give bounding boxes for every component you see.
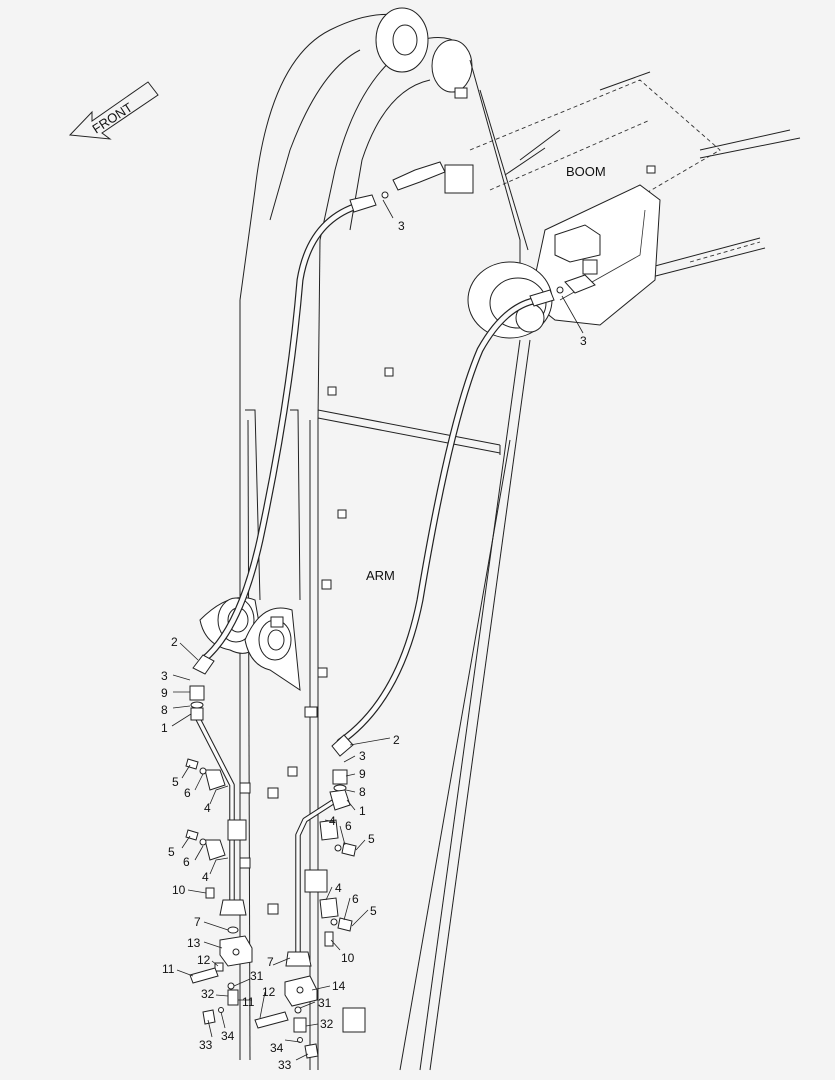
callout: 9: [359, 767, 366, 781]
callout: 4: [204, 801, 211, 815]
callout: 5: [172, 775, 179, 789]
callout: 4: [329, 814, 336, 828]
callout: 5: [370, 904, 377, 918]
callout: 34: [270, 1041, 284, 1055]
callout: 11: [162, 962, 175, 976]
callout: 12: [262, 985, 276, 999]
callout: 3: [359, 749, 366, 763]
callout: 7: [267, 955, 274, 969]
callout: 6: [183, 855, 190, 869]
callout: 31: [318, 996, 332, 1010]
callout: 4: [202, 870, 209, 884]
callout: 6: [352, 892, 359, 906]
callout: 9: [161, 686, 168, 700]
callout: 33: [278, 1058, 292, 1072]
boom-fittings: [381, 161, 598, 294]
callout: 1: [161, 721, 168, 735]
callout: 7: [194, 915, 201, 929]
callout: 10: [172, 883, 186, 897]
callout: 2: [171, 635, 178, 649]
callout: 13: [187, 936, 201, 950]
callout: 32: [320, 1017, 334, 1031]
callout: 8: [161, 703, 168, 717]
callout: 12: [197, 953, 211, 967]
leader-lines: [171, 199, 584, 1061]
callout: 6: [184, 786, 191, 800]
callout: 6: [345, 819, 352, 833]
callout: 11: [242, 995, 255, 1009]
arm-structure: ARM: [199, 7, 553, 1071]
callout: 32: [201, 987, 215, 1001]
pipe-right: [254, 769, 366, 1059]
callout: 4: [335, 881, 342, 895]
callout: 1: [359, 804, 366, 818]
hose-right: [331, 289, 555, 757]
front-arrow-icon: FRONT: [68, 81, 159, 140]
boom-label: BOOM: [566, 164, 606, 179]
pipe-left: [185, 685, 253, 1025]
arm-label: ARM: [366, 568, 395, 583]
callout: 5: [368, 832, 375, 846]
callout: 3: [580, 334, 587, 348]
callout: 5: [168, 845, 175, 859]
callout: 14: [332, 979, 346, 993]
callout: 34: [221, 1029, 235, 1043]
callout: 3: [398, 219, 405, 233]
callout: 3: [161, 669, 168, 683]
callout: 31: [250, 969, 264, 983]
callout: 8: [359, 785, 366, 799]
callouts: 3 3 2 3 9 8 1 5 6 4 5 6 4 10 7 13 12 11 …: [161, 219, 587, 1072]
callout: 2: [393, 733, 400, 747]
callout: 33: [199, 1038, 213, 1052]
hose-left: [192, 194, 377, 675]
callout: 10: [341, 951, 355, 965]
